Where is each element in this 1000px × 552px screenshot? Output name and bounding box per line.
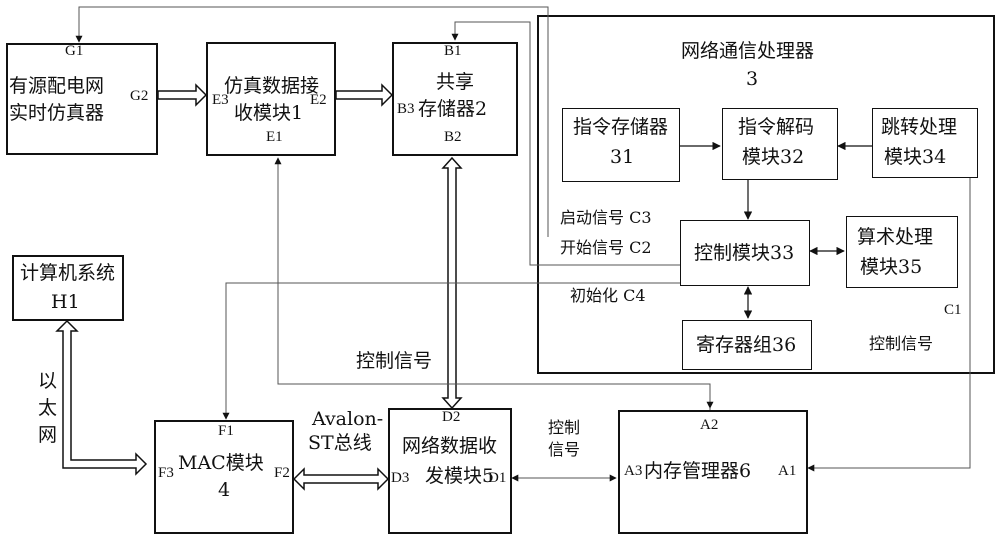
bus-arrow-g2-e3 — [157, 83, 208, 107]
realtime-simulator-line2: 实时仿真器 — [9, 102, 105, 124]
network-txrx-block — [388, 408, 512, 534]
port-a3: A3 — [624, 463, 643, 479]
port-b2: B2 — [444, 129, 462, 145]
jump-processing-line1: 跳转处理 — [881, 116, 958, 138]
port-e2: E2 — [310, 92, 327, 108]
port-b1: B1 — [444, 43, 462, 59]
arithmetic-line1: 算术处理 — [857, 226, 934, 248]
port-a2: A2 — [700, 417, 719, 433]
sim-receive-block — [206, 42, 336, 156]
mac-module-block — [154, 420, 294, 534]
begin-signal-label: 开始信号 C2 — [560, 238, 652, 257]
network-txrx-line2: 发模块5 — [425, 465, 495, 487]
memory-manager-block — [618, 410, 808, 534]
sim-receive-line1: 仿真数据接 — [224, 75, 320, 97]
control-signal-mid: 控制信号 — [356, 350, 433, 372]
port-g2: G2 — [130, 88, 149, 104]
bus-arrow-ethernet — [55, 319, 148, 476]
realtime-simulator-line1: 有源配电网 — [9, 75, 105, 97]
port-e3: E3 — [212, 92, 229, 108]
port-e1: E1 — [266, 129, 283, 145]
start-signal-label: 启动信号 C3 — [560, 208, 652, 227]
processor-title: 网络通信处理器 — [681, 40, 815, 62]
jump-processing-block — [872, 108, 978, 178]
port-d2: D2 — [442, 409, 461, 425]
wire-c2-b1 — [451, 21, 680, 266]
instruction-store-line2: 31 — [610, 146, 635, 168]
jump-processing-line2: 模块34 — [884, 146, 947, 168]
control-signal-bottom-2: 信号 — [548, 440, 581, 459]
mac-module-line2: 4 — [218, 479, 231, 501]
instruction-decode-line2: 模块32 — [742, 146, 805, 168]
ethernet-label-2: 太 — [38, 397, 58, 419]
wire-jump-a1 — [807, 178, 971, 472]
control-module-block — [680, 220, 810, 286]
avalon-label-1: Avalon- — [312, 408, 384, 430]
ethernet-label-3: 网 — [38, 424, 58, 446]
realtime-simulator-block — [6, 43, 158, 155]
port-f3: F3 — [158, 465, 174, 481]
memory-manager-label: 内存管理器6 — [644, 460, 752, 482]
register-group-block — [682, 320, 812, 370]
avalon-label-2: ST总线 — [308, 432, 372, 454]
mac-module-line1: MAC模块 — [178, 452, 264, 474]
computer-system-block — [12, 255, 124, 321]
init-signal-label: 初始化 C4 — [570, 286, 646, 305]
shared-memory-block — [392, 42, 518, 156]
network-txrx-line1: 网络数据收 — [402, 435, 498, 457]
sim-receive-line2: 收模块1 — [234, 102, 304, 124]
port-d3: D3 — [391, 470, 410, 486]
register-group-label: 寄存器组36 — [696, 334, 797, 356]
c1-label: C1 — [944, 302, 962, 318]
control-module-label: 控制模块33 — [694, 242, 795, 264]
shared-memory-line1: 共享 — [436, 71, 475, 93]
processor-number: 3 — [746, 68, 759, 90]
control-signal-bottom-1: 控制 — [548, 418, 581, 437]
computer-system-line2: H1 — [51, 291, 80, 313]
instruction-store-line1: 指令存储器 — [573, 116, 669, 138]
wire-c4-f1 — [222, 282, 680, 420]
port-a1: A1 — [778, 463, 797, 479]
processor-frame — [537, 15, 995, 374]
arithmetic-block — [846, 216, 958, 288]
port-f1: F1 — [218, 423, 234, 439]
bus-arrow-e2-b3 — [335, 83, 394, 107]
shared-memory-line2: 存储器2 — [418, 98, 488, 120]
arithmetic-line2: 模块35 — [860, 256, 923, 278]
instruction-decode-block — [722, 108, 838, 180]
wire-c3-g1 — [75, 6, 549, 237]
instruction-store-block — [562, 108, 680, 182]
port-g1: G1 — [65, 43, 84, 59]
port-d1: D1 — [488, 470, 507, 486]
instruction-decode-line1: 指令解码 — [738, 116, 815, 138]
port-f2: F2 — [274, 465, 290, 481]
bus-arrow-avalon — [292, 467, 390, 491]
ethernet-label-1: 以 — [38, 370, 58, 392]
computer-system-line1: 计算机系统 — [20, 262, 116, 284]
control-signal-right: 控制信号 — [869, 334, 934, 353]
port-b3: B3 — [397, 101, 415, 117]
